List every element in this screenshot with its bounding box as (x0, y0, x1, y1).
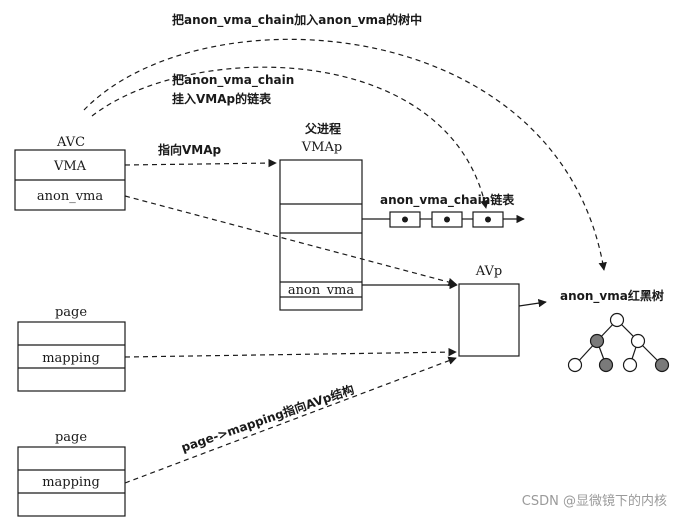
vmap-field-anon-vma: anon_vma (288, 283, 354, 298)
page1-field-mapping: mapping (42, 351, 100, 366)
vmap-struct (279, 159, 363, 311)
point-to-vmap-label: 指向VMAp (158, 142, 222, 157)
second-arc-note-line1: 把anon_vma_chain (172, 72, 294, 88)
parent-vmap-line2: VMAp (301, 140, 342, 155)
page2-title: page (55, 430, 87, 445)
arrow-avc-anon-vma-to-avp (124, 195, 457, 287)
second-arc-note-line2: 挂入VMAp的链表 (172, 91, 272, 106)
chain-node-2 (431, 211, 463, 228)
arrow-page2-mapping-to-avp (124, 356, 457, 484)
avp-struct (458, 283, 520, 357)
arc-add-to-tree (83, 38, 607, 271)
chain-list-label: anon_vma_chain链表 (380, 192, 515, 208)
avc-field-anon-vma: anon_vma (37, 189, 103, 204)
avc-struct (14, 149, 126, 211)
arc-attach-to-vmap-list (91, 66, 489, 209)
avc-title: AVC (56, 135, 85, 150)
page1-title: page (55, 305, 87, 320)
watermark: CSDN @显微镜下的内核 (522, 493, 667, 509)
avp-title: AVp (475, 264, 502, 279)
page1-struct (17, 321, 126, 392)
page2-struct (17, 446, 126, 517)
avc-field-vma: VMA (53, 159, 87, 174)
arrow-vma-to-vmap (124, 158, 277, 168)
parent-vmap-line1: 父进程 (304, 121, 341, 136)
page-mapping-note: page->mapping指向AVp结构 (179, 381, 356, 454)
rbtree-icon (567, 312, 670, 373)
top-arc-note: 把anon_vma_chain加入anon_vma的树中 (172, 12, 422, 28)
chain-node-3 (472, 211, 504, 228)
arrow-avp-to-rbtree (518, 298, 547, 308)
rbtree-label: anon_vma红黑树 (560, 288, 664, 304)
arrow-page1-mapping-to-avp (124, 347, 457, 358)
chain-node-1 (389, 211, 421, 228)
page2-field-mapping: mapping (42, 475, 100, 490)
